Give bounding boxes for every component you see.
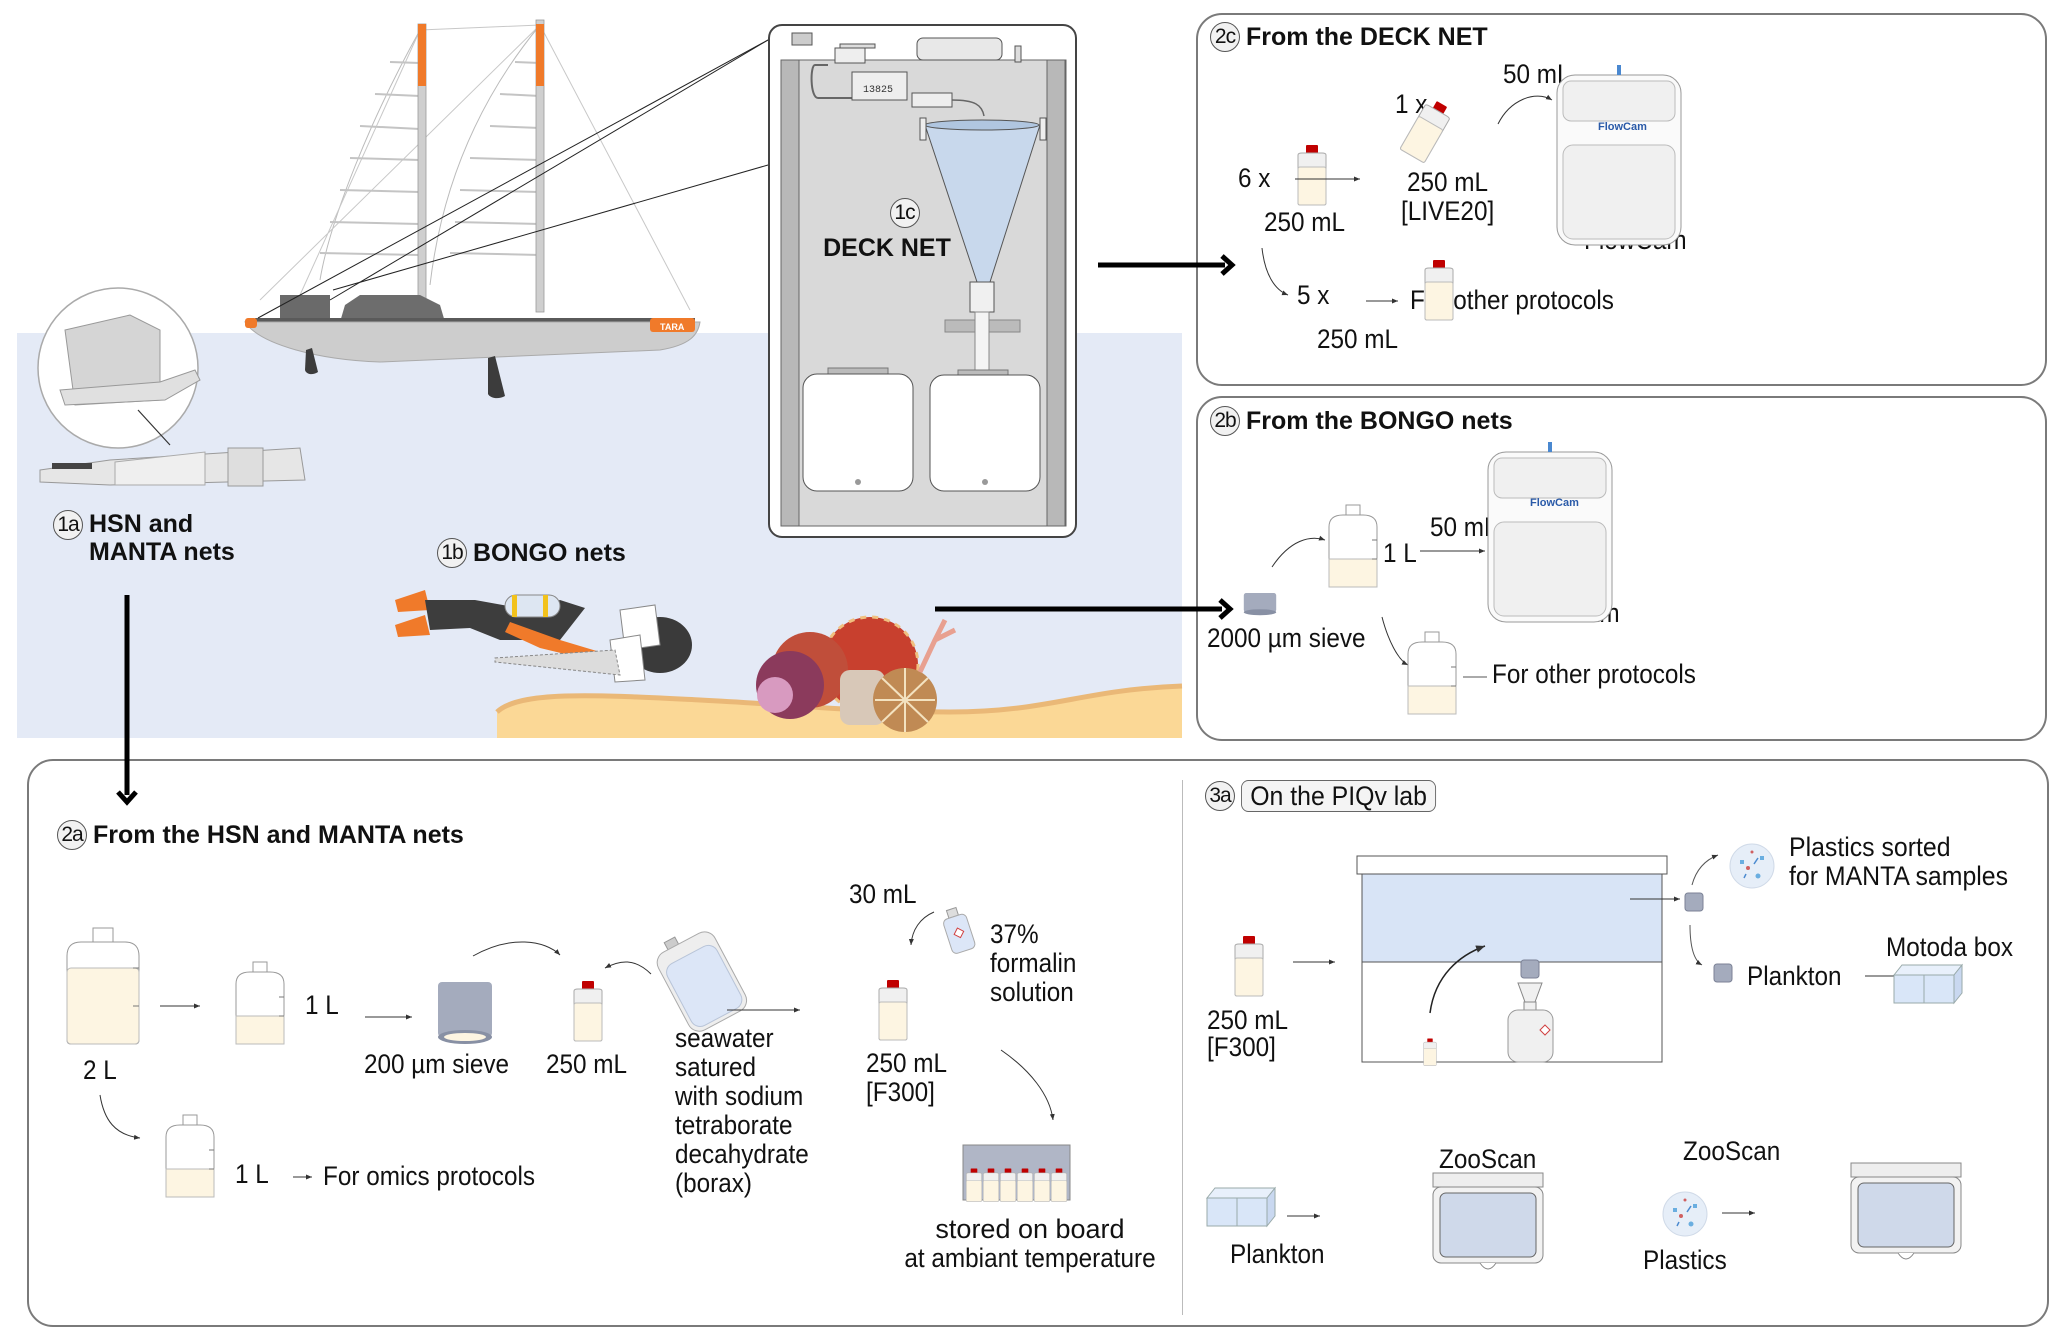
step-1a-label: 1a HSN and MANTA nets: [53, 510, 235, 566]
panel-2c-other-label: For other protocols: [1410, 285, 1614, 315]
panel-2a-omics-volume: 1 L: [235, 1159, 269, 1189]
panel-2c-live-volume: 250 mL: [1407, 167, 1489, 197]
borax-line: satured: [675, 1052, 757, 1082]
borax-line: decahydrate: [675, 1139, 809, 1169]
panel-2b-bottle-volume: 1 L: [1383, 538, 1417, 568]
formalin-line: solution: [990, 977, 1074, 1007]
panel-2a-bottle-volume: 250 mL: [546, 1049, 628, 1079]
panel-3a-title-pill: On the PIQv lab: [1241, 780, 1437, 812]
storage-line: stored on board: [935, 1214, 1125, 1244]
step-1c-title: DECK NET: [823, 234, 951, 262]
step-1b-badge: 1b: [437, 538, 467, 568]
panel-3a-sieve-label: 200 µm sieve: [1480, 910, 1626, 940]
panel-2c-source-count: 6 x: [1238, 163, 1271, 193]
step-1c-label: 1c DECK NET: [812, 198, 962, 263]
panel-2c-title: 2c From the DECK NET: [1210, 22, 1488, 52]
panel-bottom-2a-3a: [27, 759, 2049, 1327]
coral-reef-icon: [756, 615, 957, 732]
borax-line: seawater: [675, 1023, 774, 1053]
panel-3a-zooscan-label-1: ZooScan: [1439, 1144, 1537, 1174]
panel-2a-title: 2a From the HSN and MANTA nets: [57, 820, 464, 850]
hsn-net-detail-icon: [37, 287, 201, 449]
panel-2b-other-label: For other protocols: [1492, 659, 1696, 689]
panel-2b-flowcam-volume: 50 mL: [1430, 512, 1498, 542]
sailboat-tara-icon: TARA: [244, 19, 769, 399]
step-1b-label: 1b BONGO nets: [437, 538, 626, 568]
panel-2a-badge: 2a: [57, 820, 87, 850]
panel-2c-flowcam-label: FlowCam: [1584, 225, 1687, 255]
panel-2c-other-volume: 250 mL: [1317, 324, 1399, 354]
sand-seabed: [497, 686, 1182, 738]
panel-2b-title: 2b From the BONGO nets: [1210, 406, 1513, 436]
panel-2b-flowcam-label: FlowCam: [1517, 598, 1620, 628]
panel-2a-split-volume: 1 L: [305, 990, 339, 1020]
panel-2c-live-count: 1 x: [1395, 89, 1428, 119]
panel-2c-other-count: 5 x: [1297, 280, 1330, 310]
plastics-sorted-line: Plastics sorted: [1789, 832, 1951, 862]
panel-3a-title: 3a On the PIQv lab: [1205, 780, 1453, 812]
panel-2a-formalin-volume: 30 mL: [849, 879, 917, 909]
panel-3a-badge: 3a: [1205, 781, 1235, 811]
step-1a-line1: HSN and: [89, 510, 194, 538]
panel-3a-plankton-label: Plankton: [1747, 961, 1842, 991]
panel-2a-sieve-label: 200 µm sieve: [364, 1049, 510, 1079]
panel-2a-formalin-label: 37% formalin solution: [990, 920, 1076, 1007]
panel-3a-scan-plastics-label: Plastics: [1643, 1245, 1727, 1275]
formalin-line: 37%: [990, 919, 1039, 949]
step-1a-line2: MANTA nets: [89, 538, 235, 566]
borax-line: with sodium: [675, 1081, 804, 1111]
deck-net-panel: [768, 24, 1077, 538]
panel-2b-bongo: [1196, 396, 2047, 741]
panel-3a-plastics-sorted: Plastics sorted for MANTA samples: [1789, 833, 2008, 891]
panel-2a-final-code: [F300]: [866, 1077, 935, 1107]
step-1b-title: BONGO nets: [473, 539, 626, 567]
panel-3a-input-volume: 250 mL: [1207, 1005, 1289, 1035]
panel-2c-title-text: From the DECK NET: [1246, 23, 1488, 51]
panel-2c-badge: 2c: [1210, 22, 1240, 52]
plastics-sorted-line: for MANTA samples: [1789, 861, 2009, 891]
panel-2b-title-text: From the BONGO nets: [1246, 407, 1513, 435]
panel-2b-badge: 2b: [1210, 406, 1240, 436]
panel-2b-sieve-label: 2000 µm sieve: [1207, 623, 1366, 653]
boat-name: TARA: [660, 322, 685, 332]
panel-3a-input-code: [F300]: [1207, 1032, 1276, 1062]
manta-net-icon: [39, 447, 306, 487]
step-1c-badge: 1c: [889, 198, 920, 228]
panel-2a-final-volume: 250 mL: [866, 1048, 948, 1078]
arrow-bongo-to-2b: [935, 598, 1234, 620]
formalin-line: formalin: [990, 948, 1077, 978]
panel-2a-omics-label: For omics protocols: [323, 1161, 536, 1191]
borax-line: (borax): [675, 1168, 752, 1198]
panel-2a-start-volume: 2 L: [83, 1055, 117, 1085]
diver-bongo-icon: [395, 590, 692, 683]
panel-2a-borax-label: seawater satured with sodium tetraborate…: [675, 1024, 809, 1198]
borax-line: tetraborate: [675, 1110, 793, 1140]
panel-3a-scan-plankton-label: Plankton: [1230, 1239, 1325, 1269]
panel-2a-storage-label: stored on board at ambiant temperature: [880, 1215, 1180, 1273]
panel-2c-flowcam-volume: 50 mL: [1503, 59, 1571, 89]
panel-2c-live-code: [LIVE20]: [1401, 196, 1495, 226]
panel-3a-motoda-label: Motoda box: [1886, 932, 2013, 962]
panel-divider: [1182, 780, 1183, 1315]
storage-line: at ambiant temperature: [904, 1243, 1156, 1273]
panel-3a-zooscan-label-2: ZooScan: [1683, 1136, 1781, 1166]
step-1a-badge: 1a: [53, 510, 83, 540]
panel-2a-title-text: From the HSN and MANTA nets: [93, 821, 464, 849]
panel-2c-source-volume: 250 mL: [1264, 207, 1346, 237]
